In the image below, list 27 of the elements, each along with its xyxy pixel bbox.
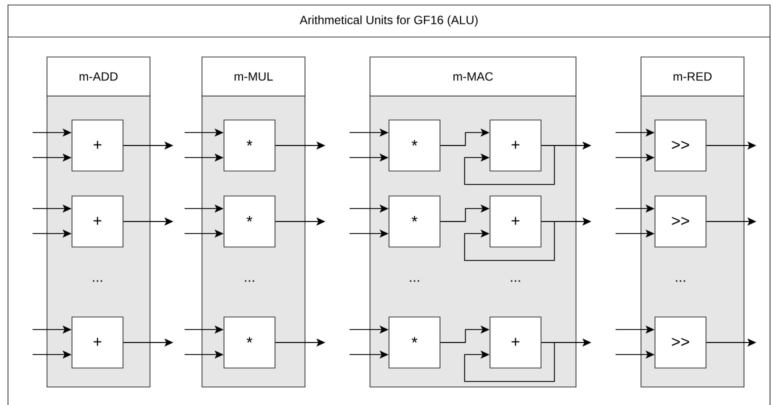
ellipsis-label: ... [92,280,102,282]
arrow [464,342,555,382]
ellipsis-label: ... [244,280,254,282]
ellipsis-label: ... [676,280,686,282]
operator-box: + [490,196,542,248]
operator-box: * [224,196,276,248]
operator-box: + [72,196,124,248]
operator-box: * [388,120,440,172]
arrow [464,145,555,185]
operator-box: + [490,316,542,368]
node-label: m-MAC [453,72,493,81]
operator-box: >> [654,316,706,368]
node-label: m-MUL [234,72,273,81]
arrow [464,221,555,261]
node-label: m-RED [674,72,712,81]
operator-box: + [72,316,124,368]
operator-box: >> [654,120,706,172]
ellipsis-label: ... [510,280,520,282]
operator-box: + [490,120,542,172]
ellipsis-label: ... [410,280,420,282]
operator-box: * [388,196,440,248]
node-label: m-ADD [80,72,118,81]
operator-box: * [224,120,276,172]
operator-box: >> [654,196,706,248]
operator-box: * [224,316,276,368]
operator-box: * [388,316,440,368]
operator-box: + [72,120,124,172]
